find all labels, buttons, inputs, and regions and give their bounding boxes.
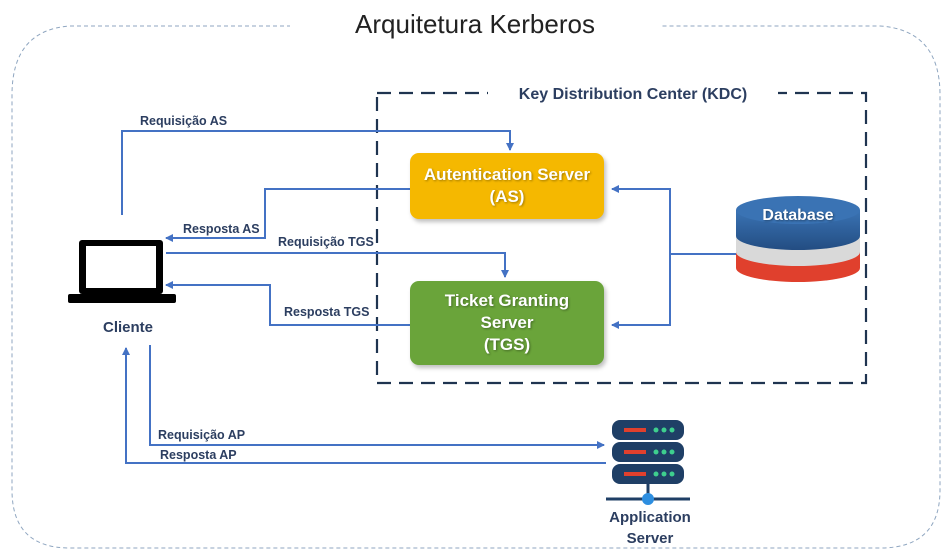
kdc-title: Key Distribution Center (KDC): [488, 86, 778, 104]
label-resp-tgs: Resposta TGS: [284, 305, 370, 319]
app-server-line1: Application: [609, 509, 691, 526]
as-line1: Autentication Server: [423, 165, 591, 184]
arrow-db-as: [611, 185, 736, 255]
label-resp-ap: Resposta AP: [160, 448, 237, 462]
server-icon: [606, 420, 690, 505]
label-resp-as: Resposta AS: [183, 222, 260, 236]
database-icon: [736, 196, 860, 282]
outer-frame: [11, 25, 941, 549]
app-server-line2: Server: [626, 530, 674, 547]
arrow-req-ap: [149, 345, 605, 449]
arrow-db-tgs: [611, 254, 671, 329]
arrow-resp-as: [165, 188, 410, 242]
client-label: Cliente: [102, 319, 153, 336]
laptop-icon: [68, 240, 176, 303]
label-req-tgs: Requisição TGS: [278, 235, 374, 249]
diagram-title: Arquitetura Kerberos: [290, 6, 660, 42]
as-line2: (AS): [489, 187, 525, 206]
arrow-req-as: [121, 130, 514, 215]
ticket-granting-server-box: Ticket Granting Server (TGS): [410, 281, 604, 365]
arrow-resp-ap: [122, 347, 606, 464]
arrow-resp-tgs: [165, 281, 410, 326]
database-label: Database: [762, 207, 834, 224]
autentication-server-box: Autentication Server (AS): [410, 153, 604, 219]
application-server-label: Application Server: [585, 507, 715, 549]
tgs-line2: Server: [480, 313, 534, 332]
tgs-line3: (TGS): [483, 335, 531, 354]
tgs-line1: Ticket Granting: [444, 291, 570, 310]
label-req-ap: Requisição AP: [158, 428, 246, 442]
arrow-req-tgs: [166, 252, 509, 278]
label-req-as: Requisição AS: [140, 114, 228, 128]
